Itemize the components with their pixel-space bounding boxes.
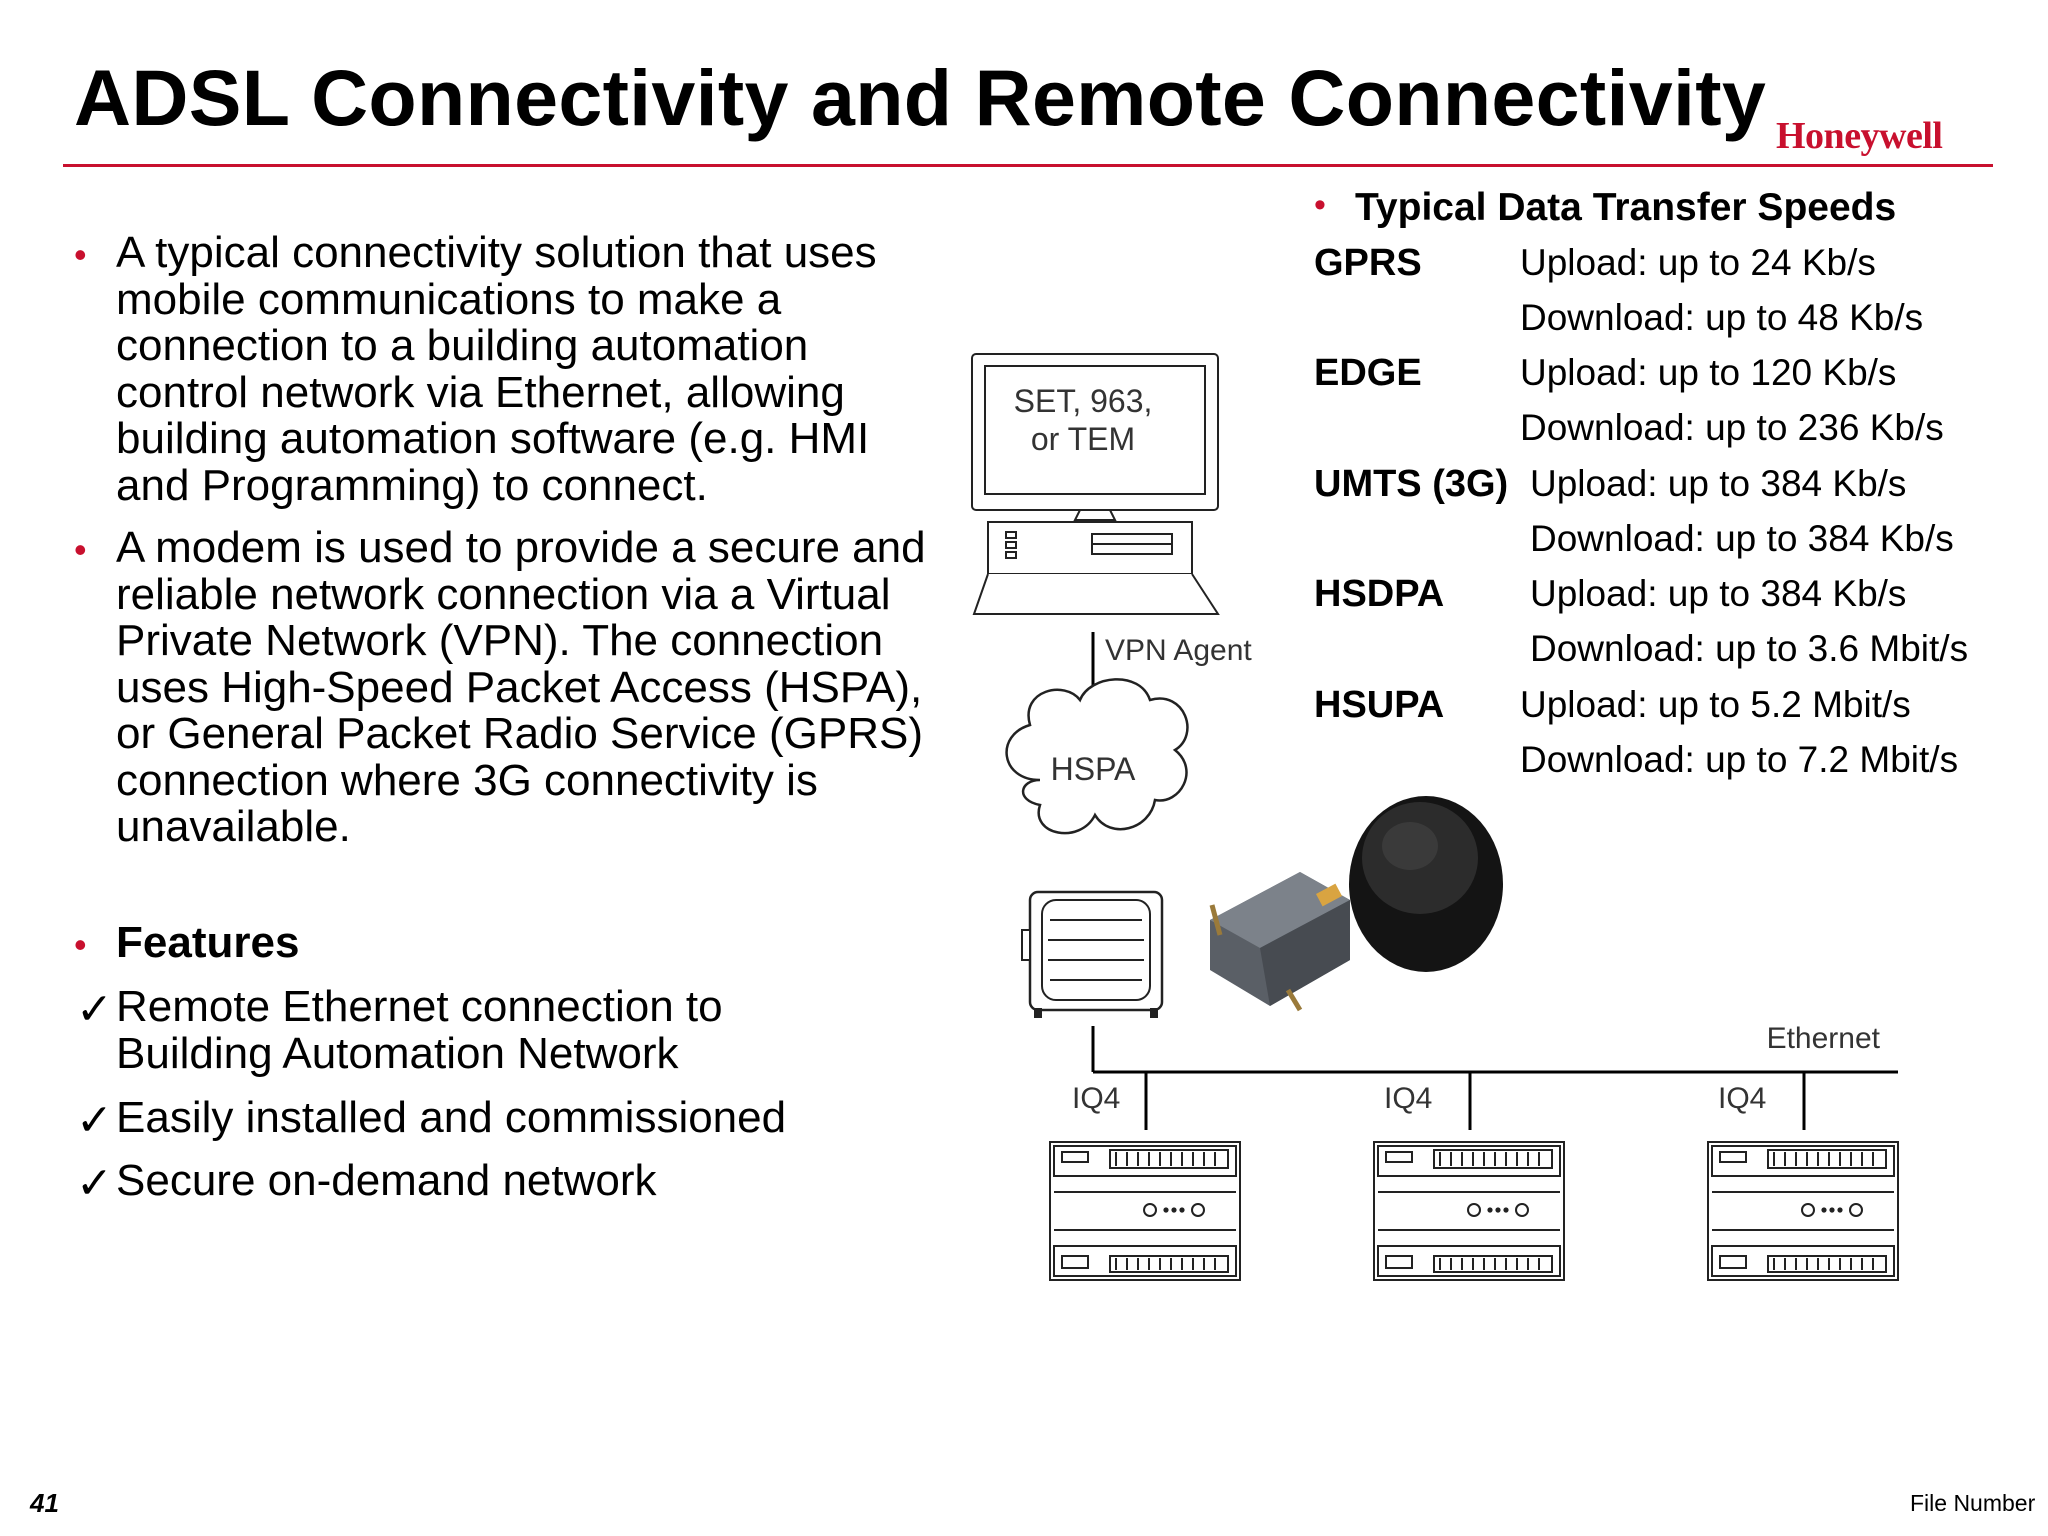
- text-line: Private Network (VPN). The connection: [116, 616, 884, 665]
- modem-enclosure-icon: [1021, 890, 1164, 1018]
- bullet-marker: •: [74, 529, 87, 570]
- computer-icon: [971, 353, 1220, 615]
- text-line: Secure on-demand network: [116, 1156, 657, 1205]
- title-divider: [63, 164, 1993, 167]
- controller-label: IQ4: [1384, 1082, 1432, 1115]
- controller-label: IQ4: [1718, 1082, 1766, 1115]
- pc-label: SET, 963,: [1014, 383, 1153, 419]
- text-line: building automation software (e.g. HMI: [116, 414, 870, 463]
- speed-upload: Upload: up to 384 Kb/s: [1530, 463, 1907, 504]
- bullet-text: A modem is used to provide a secure and …: [116, 523, 976, 851]
- bullet-text: A typical connectivity solution that use…: [116, 228, 976, 510]
- pc-label: or TEM: [1031, 421, 1135, 457]
- text-line: connection to a building automation: [116, 321, 809, 370]
- speed-upload: Upload: up to 5.2 Mbit/s: [1520, 684, 1911, 725]
- speed-download: Download: up to 7.2 Mbit/s: [1520, 739, 1959, 780]
- checkmark-icon: ✓: [76, 1096, 113, 1145]
- bullet-marker: •: [1314, 186, 1326, 224]
- text-line: Remote Ethernet connection to: [116, 982, 723, 1031]
- text-line: uses High-Speed Packet Access (HSPA),: [116, 662, 923, 712]
- speed-download: Download: up to 48 Kb/s: [1520, 297, 1924, 338]
- text-line: unavailable.: [116, 802, 351, 851]
- bullet-marker: •: [74, 234, 87, 275]
- controller-icon: [1373, 1141, 1565, 1281]
- antenna-icon: [1349, 796, 1503, 972]
- text-line: Building Automation Network: [116, 1028, 679, 1078]
- speeds-heading: Typical Data Transfer Speeds: [1355, 186, 1897, 229]
- text-line: control network via Ethernet, allowing: [116, 367, 845, 417]
- file-number: File Number: [1910, 1490, 2036, 1516]
- feature-item: Remote Ethernet connection to Building A…: [116, 982, 723, 1078]
- controller-icon: [1707, 1141, 1899, 1281]
- feature-item: Secure on-demand network: [116, 1156, 657, 1205]
- speed-upload: Upload: up to 384 Kb/s: [1530, 573, 1907, 614]
- feature-item: Easily installed and commissioned: [116, 1093, 787, 1142]
- speed-label: UMTS (3G): [1314, 463, 1509, 505]
- speed-label: EDGE: [1314, 352, 1422, 394]
- honeywell-logo: Honeywell: [1776, 115, 1943, 157]
- page-number: 41: [30, 1488, 59, 1518]
- vpn-agent-label: VPN Agent: [1105, 634, 1252, 667]
- cloud-label: HSPA: [1051, 751, 1136, 787]
- text-line: and Programming) to connect.: [116, 460, 708, 510]
- text-line: Easily installed and commissioned: [116, 1093, 787, 1142]
- checkmark-icon: ✓: [76, 1159, 113, 1208]
- text-line: reliable network connection via a Virtua…: [116, 569, 891, 619]
- network-diagram: SET, 963, or TEM VPN Agent HSPA Ethernet: [971, 353, 1899, 1281]
- slide-title: ADSL Connectivity and Remote Connectivit…: [74, 53, 1767, 142]
- controller-icon: [1049, 1141, 1241, 1281]
- ethernet-label: Ethernet: [1767, 1022, 1881, 1055]
- bullet-marker: •: [74, 924, 87, 965]
- checkmark-icon: ✓: [76, 985, 113, 1034]
- speed-label: HSUPA: [1314, 684, 1445, 726]
- speed-label: HSDPA: [1314, 573, 1445, 615]
- text-line: connection where 3G connectivity is: [116, 755, 818, 805]
- text-line: A typical connectivity solution that use…: [116, 228, 877, 277]
- speed-upload: Upload: up to 24 Kb/s: [1520, 242, 1876, 283]
- text-line: mobile communications to make a: [116, 274, 782, 324]
- speed-download: Download: up to 236 Kb/s: [1520, 407, 1944, 448]
- speed-download: Download: up to 384 Kb/s: [1530, 518, 1954, 559]
- speed-label: GPRS: [1314, 242, 1422, 284]
- text-line: A modem is used to provide a secure and: [116, 523, 926, 572]
- router-icon: [1209, 872, 1350, 1012]
- speed-upload: Upload: up to 120 Kb/s: [1520, 352, 1897, 393]
- text-line: or General Packet Radio Service (GPRS): [116, 709, 923, 758]
- controller-label: IQ4: [1072, 1082, 1120, 1115]
- features-heading: Features: [116, 918, 300, 967]
- cloud-icon: [1005, 678, 1189, 835]
- speed-download: Download: up to 3.6 Mbit/s: [1530, 628, 1969, 669]
